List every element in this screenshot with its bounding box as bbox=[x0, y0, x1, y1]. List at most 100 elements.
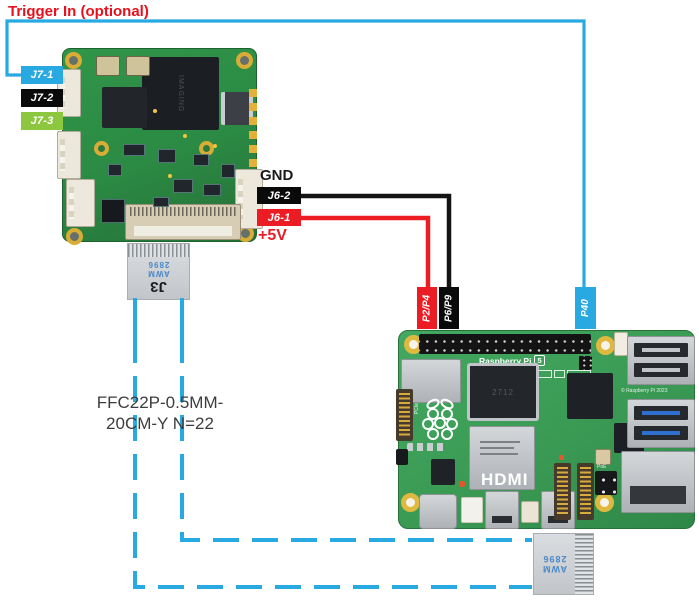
gnd-label: GND bbox=[260, 167, 294, 184]
pin-tag-j7-2: J7-2 bbox=[21, 89, 63, 107]
ffc-cable-end-bottom: AWM 2896 bbox=[533, 533, 594, 595]
usb-tongue bbox=[642, 368, 680, 372]
smd-component bbox=[153, 197, 169, 207]
mounting-hole bbox=[596, 336, 615, 355]
trigger-in-label: Trigger In (optional) bbox=[8, 3, 149, 20]
pin-tag-p6-p9: P6/P9 bbox=[439, 287, 459, 329]
usb-port-opening bbox=[634, 426, 688, 440]
mounting-hole bbox=[66, 228, 83, 245]
smd-component bbox=[559, 455, 564, 460]
image-sensor-chip: IMAGING bbox=[142, 57, 219, 130]
mounting-hole bbox=[595, 493, 614, 512]
test-point bbox=[168, 174, 172, 178]
bcm2712-soc: 2712 bbox=[467, 363, 539, 421]
usb-port-opening bbox=[634, 343, 688, 357]
chip-marking-line bbox=[480, 453, 518, 455]
plus-5v-label: +5V bbox=[258, 227, 287, 244]
power-5v-wire bbox=[301, 215, 431, 287]
ffc-contact-fingers bbox=[128, 244, 189, 257]
chip-marking-line bbox=[480, 447, 514, 449]
usb-port-opening bbox=[634, 363, 688, 377]
pi-silkscreen-title: Raspberry Pi 5 bbox=[479, 355, 545, 366]
usb-tongue bbox=[642, 348, 680, 352]
pin-tag-j6-2: J6-2 bbox=[257, 187, 301, 204]
camera-fpc-connector bbox=[554, 463, 571, 520]
port-opening bbox=[492, 516, 512, 523]
chip-marking: 2712 bbox=[492, 387, 514, 397]
smd-component bbox=[459, 481, 465, 487]
ffc-dashed-line-left bbox=[133, 298, 532, 589]
pin-tag-p2-p4: P2/P4 bbox=[417, 287, 437, 329]
test-point bbox=[183, 134, 187, 138]
chip-marking: IMAGING bbox=[177, 74, 184, 113]
pmic-chip bbox=[431, 459, 455, 485]
usb3-ports bbox=[627, 399, 695, 448]
fan-connector bbox=[521, 501, 539, 523]
chip-marking-line bbox=[480, 441, 520, 443]
pi-title-text: Raspberry Pi bbox=[479, 355, 532, 366]
usb-c-power-port bbox=[419, 494, 457, 529]
silkscreen-mark bbox=[554, 370, 565, 378]
hdmi-logo: HDMI bbox=[481, 470, 529, 489]
gnd-wire bbox=[301, 193, 452, 287]
aux-connector bbox=[66, 179, 95, 227]
wireless-module bbox=[401, 359, 461, 403]
trigger-wire bbox=[5, 19, 586, 287]
oscillator bbox=[96, 56, 120, 76]
test-point bbox=[153, 109, 157, 113]
processor-chip bbox=[102, 87, 147, 128]
ffc-cable-note-line2: 20CM-Y N=22 bbox=[106, 414, 214, 434]
ffc-cable-end-j3: J3 AWM 2896 bbox=[127, 243, 190, 300]
pin-tag-p40: P40 bbox=[575, 287, 596, 329]
raspberry-pi-board: Raspberry Pi 5 © Raspberry Pi 2023 2712 bbox=[396, 330, 695, 529]
pin-tag-j7-1: J7-1 bbox=[21, 66, 63, 84]
mounting-hole bbox=[236, 52, 253, 69]
usb2-ports bbox=[627, 336, 695, 385]
capacitor-row bbox=[407, 443, 447, 451]
smd-component bbox=[173, 179, 193, 193]
pi-model-badge: 5 bbox=[534, 355, 545, 366]
smd-component bbox=[221, 164, 235, 178]
smd-component bbox=[123, 144, 145, 156]
ffc-cable-note: FFC22P-0.5MM- 20CM-Y N=22 bbox=[60, 392, 260, 435]
pin-tag-j7-3: J7-3 bbox=[21, 112, 63, 130]
ffc-socket-pins bbox=[130, 207, 236, 216]
ffc-socket-latch bbox=[134, 226, 232, 236]
mounting-hole bbox=[94, 141, 109, 156]
aux-connector bbox=[57, 131, 81, 179]
usb3-tongue bbox=[642, 411, 680, 415]
ram-chip bbox=[469, 426, 535, 490]
poe-header bbox=[595, 471, 617, 495]
test-point bbox=[213, 144, 217, 148]
usb3-tongue bbox=[642, 431, 680, 435]
ffc-dashed-line-right bbox=[180, 298, 532, 542]
poe-label: PoE bbox=[597, 464, 607, 470]
ffc-cable-note-line1: FFC22P-0.5MM- bbox=[96, 393, 224, 412]
gold-pad-column bbox=[249, 89, 257, 185]
smd-component bbox=[108, 164, 122, 176]
power-button bbox=[461, 497, 483, 523]
raspberry-pi-logo bbox=[422, 398, 458, 440]
pi-copyright: © Raspberry Pi 2023 bbox=[621, 388, 668, 394]
smd-component bbox=[203, 184, 221, 196]
uart-pads bbox=[579, 356, 592, 370]
usb-port-opening bbox=[634, 406, 688, 420]
rp1-chip bbox=[567, 373, 613, 419]
ffc-contact-fingers bbox=[575, 534, 593, 594]
gpio-header bbox=[419, 334, 591, 354]
smd-component bbox=[101, 199, 125, 223]
port-opening bbox=[630, 486, 686, 504]
mounting-hole bbox=[401, 493, 420, 512]
smd-component bbox=[595, 449, 611, 465]
smd-component bbox=[158, 149, 176, 163]
pcie-connector bbox=[396, 389, 413, 441]
display-fpc-connector bbox=[577, 463, 594, 520]
micro-component bbox=[396, 449, 408, 465]
ffc-socket bbox=[125, 204, 241, 240]
mounting-hole bbox=[65, 52, 82, 69]
smd-component bbox=[193, 154, 209, 166]
pin-tag-j6-1: J6-1 bbox=[257, 209, 301, 226]
soic8-chip bbox=[221, 92, 253, 125]
